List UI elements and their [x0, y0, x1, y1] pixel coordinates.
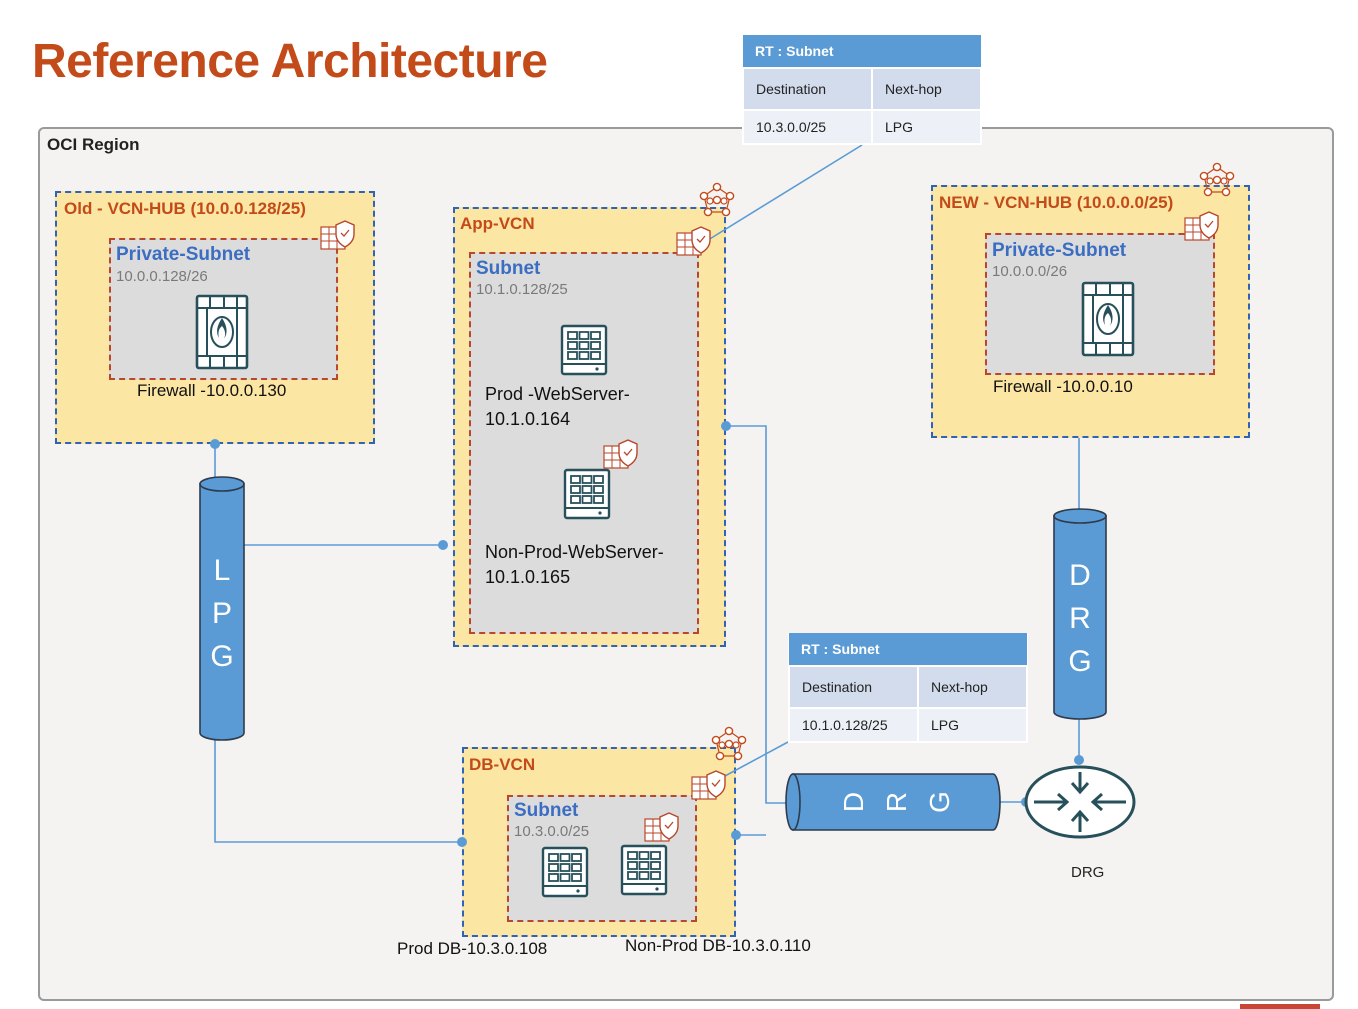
drg-horizontal-letter: G [924, 791, 955, 813]
old-hub-subnet-cidr: 10.0.0.128/26 [116, 268, 208, 285]
security-list-icon [644, 812, 679, 842]
security-list-icon [603, 439, 638, 469]
drg-vertical-letter: G [1068, 645, 1091, 678]
old-vcn-hub-label: Old - VCN-HUB (10.0.0.128/25) [64, 199, 306, 218]
drg-horizontal-letter: D [838, 792, 869, 812]
nonprod-webserver-label: Non-Prod-WebServer- 10.1.0.165 [485, 540, 664, 590]
route-table-nexthop: LPG [917, 707, 1028, 743]
app-vcn-label: App-VCN [460, 214, 535, 233]
security-list-icon [320, 220, 355, 250]
route-table-app: RT : Subnet Destination Next-hop 10.3.0.… [742, 35, 982, 145]
drg-router-label: DRG [1071, 864, 1105, 881]
app-subnet-label: Subnet [476, 258, 541, 279]
page-title: Reference Architecture [32, 35, 548, 88]
route-table-destination: 10.1.0.128/25 [788, 707, 919, 743]
firewall-icon[interactable] [1081, 281, 1135, 357]
lpg-letter: L [214, 554, 231, 587]
server-icon[interactable] [541, 846, 589, 898]
server-icon[interactable] [620, 844, 668, 896]
drg-horizontal-cylinder[interactable]: D R G [785, 773, 1001, 831]
vcn-network-icon [711, 726, 747, 761]
route-table-col-nexthop: Next-hop [917, 665, 1028, 709]
lpg-letter: P [212, 597, 232, 630]
nonprod-webserver-line1: Non-Prod-WebServer- [485, 542, 664, 562]
app-subnet-cidr: 10.1.0.128/25 [476, 281, 568, 298]
route-table-title: RT : Subnet [743, 35, 981, 68]
new-firewall-label: Firewall -10.0.0.10 [993, 377, 1133, 396]
drg-vertical-letter: D [1069, 559, 1091, 592]
vcn-network-icon [699, 182, 735, 217]
db-subnet-cidr: 10.3.0.0/25 [514, 823, 590, 840]
nonprod-db-label: Non-Prod DB-10.3.0.110 [625, 936, 811, 955]
corner-accent [1240, 1004, 1320, 1009]
old-firewall-label: Firewall -10.0.0.130 [137, 381, 287, 400]
db-subnet-label: Subnet [514, 800, 579, 821]
firewall-icon[interactable] [195, 294, 249, 370]
connectors [214, 144, 1080, 843]
security-list-icon [1184, 211, 1219, 241]
region-label: OCI Region [47, 135, 140, 154]
prod-db-label: Prod DB-10.3.0.108 [397, 939, 548, 958]
route-table-nexthop: LPG [871, 109, 982, 145]
route-table-col-destination: Destination [788, 665, 919, 709]
route-table-col-nexthop: Next-hop [871, 67, 982, 111]
server-icon[interactable] [563, 468, 611, 520]
old-hub-subnet-label: Private-Subnet [116, 244, 251, 265]
nonprod-webserver-line2: 10.1.0.165 [485, 567, 571, 587]
prod-webserver-label: Prod -WebServer- 10.1.0.164 [485, 382, 630, 432]
new-hub-subnet-label: Private-Subnet [992, 240, 1127, 261]
drg-vertical-letter: R [1069, 602, 1091, 635]
router-icon[interactable] [1024, 765, 1136, 839]
db-vcn-label: DB-VCN [469, 755, 536, 774]
drg-vertical-cylinder[interactable]: D R G [1053, 508, 1107, 720]
route-table-db: RT : Subnet Destination Next-hop 10.1.0.… [788, 633, 1028, 743]
prod-webserver-line1: Prod -WebServer- [485, 384, 630, 404]
lpg-cylinder[interactable]: L P G [199, 476, 245, 741]
drg-horizontal-letter: R [881, 792, 912, 812]
new-vcn-hub-label: NEW - VCN-HUB (10.0.0.0/25) [939, 193, 1174, 212]
route-table-title: RT : Subnet [789, 633, 1027, 666]
route-table-col-destination: Destination [742, 67, 873, 111]
security-list-icon [676, 226, 711, 256]
route-table-destination: 10.3.0.0/25 [742, 109, 873, 145]
vcn-network-icon [1199, 162, 1235, 197]
prod-webserver-line2: 10.1.0.164 [485, 409, 571, 429]
app-subnet[interactable] [469, 252, 699, 634]
server-icon[interactable] [560, 324, 608, 376]
lpg-letter: G [210, 640, 233, 673]
new-hub-subnet-cidr: 10.0.0.0/26 [992, 263, 1068, 280]
security-list-icon [691, 770, 726, 800]
